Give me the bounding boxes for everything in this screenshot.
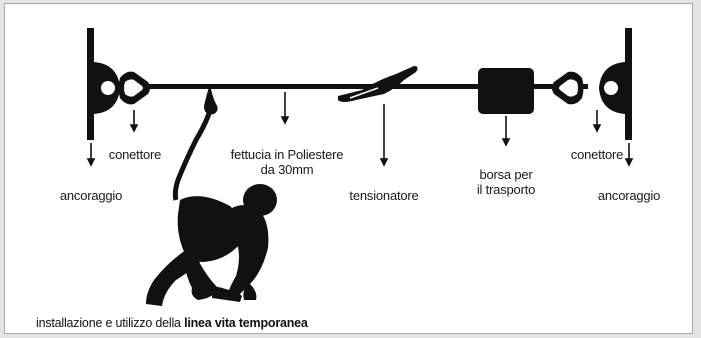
label-anchor-left: ancoraggio [59, 188, 123, 203]
label-bag-line1: borsa per [479, 167, 533, 182]
label-connector-right: conettore [570, 147, 624, 162]
label-tensioner: tensionatore [349, 188, 419, 203]
worker-silhouette [146, 184, 277, 306]
label-webbing-line1: fettucia in Poliestere [230, 147, 344, 162]
label-webbing-line2: da 30mm [260, 162, 314, 177]
lanyard-connector [204, 84, 218, 115]
caption-emphasis: linea vita temporanea [184, 316, 308, 330]
left-anchor-wall [87, 28, 94, 140]
right-anchor-wall [625, 28, 632, 140]
left-anchor-ring [101, 81, 115, 95]
right-anchor-ring [604, 81, 618, 95]
figure-caption: installazione e utilizzo della linea vit… [36, 316, 308, 330]
label-bag: borsa per il trasporto [466, 167, 546, 197]
label-anchor-right: ancoraggio [597, 188, 661, 203]
tensioner [338, 66, 418, 102]
label-webbing: fettucia in Poliestere da 30mm [222, 147, 352, 177]
label-connector-left: conettore [108, 147, 162, 162]
label-bag-line2: il trasporto [476, 182, 536, 197]
diagram-frame [4, 3, 693, 334]
carry-bag [478, 68, 534, 114]
caption-prefix: installazione e utilizzo della [36, 316, 185, 330]
